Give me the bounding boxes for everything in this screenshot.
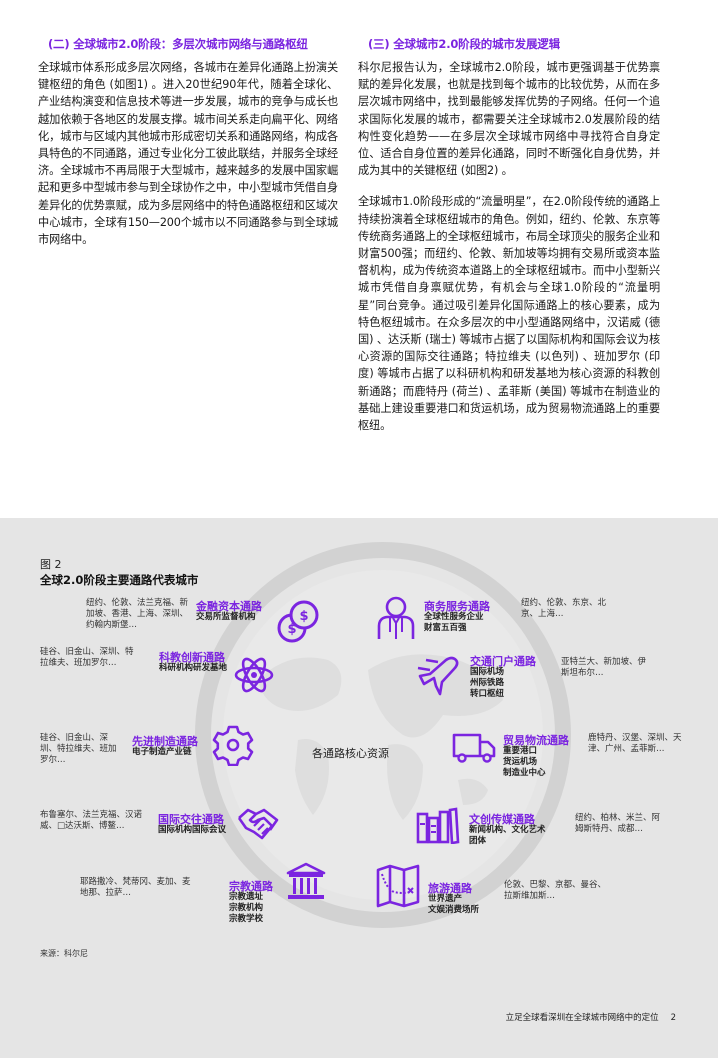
left-column: (二) 全球城市2.0阶段：多层次城市网络与通路枢纽 全球城市体系形成多层次网络… (38, 36, 338, 262)
figure-source: 来源：科尔尼 (40, 949, 88, 958)
cities-business: 纽约、伦敦、东京、北京、上海… (521, 598, 607, 619)
map-icon (376, 864, 420, 908)
route-resource: 国际机构国际会议 (158, 825, 227, 835)
page-footer: 立足全球看深圳在全球城市网络中的定位 2 (506, 1011, 676, 1023)
truck-icon (452, 733, 496, 763)
cities-science: 硅谷、旧金山、深圳、特拉维夫、班加罗尔… (40, 647, 134, 668)
route-title-science: 科教创新通路 (159, 651, 225, 664)
route-resource: 财富五百强 (424, 623, 467, 633)
route-title-tourism: 旅游通路 (428, 882, 472, 895)
books-icon (416, 807, 460, 844)
cities-media: 纽约、柏林、米兰、阿姆斯特丹、成都… (575, 813, 661, 834)
route-title-logistics: 贸易物流通路 (503, 734, 569, 747)
route-title-exchange: 国际交往通路 (158, 813, 224, 826)
page-number: 2 (670, 1013, 676, 1023)
route-resource: 宗教机构 (229, 903, 264, 913)
route-title-manufacturing: 先进制造通路 (132, 735, 198, 748)
route-resource: 转口枢纽 (470, 689, 505, 699)
route-resource: 世界遗产 (428, 894, 463, 904)
world-map-icon (258, 654, 503, 820)
cities-finance: 纽约、伦敦、法兰克福、新加坡、香港、上海、深圳、约翰内斯堡… (86, 598, 189, 630)
temple-icon (286, 862, 326, 899)
section-title-right: (三) 全球城市2.0阶段的城市发展逻辑 (368, 37, 560, 51)
cities-exchange: 布鲁塞尔、法兰克福、汉诺威、□达沃斯、博鳌… (40, 810, 143, 831)
cities-religion: 耶路撒冷、梵蒂冈、麦加、麦地那、拉萨… (80, 877, 191, 898)
route-title-media: 文创传媒通路 (469, 813, 535, 826)
route-resource: 团体 (469, 836, 487, 846)
route-resource: 文娱消费场所 (428, 905, 480, 915)
dollar-coins-icon: $ $ (277, 600, 319, 643)
route-resource: 国际机场 (470, 667, 505, 677)
paragraph: 全球城市体系形成多层次网络，各城市在差异化通路上扮演关键枢纽的角色 (如图1) … (38, 61, 338, 247)
route-resource: 宗教学校 (229, 914, 264, 924)
paragraph: 科尔尼报告认为，全球城市2.0阶段，城市更强调基于优势禀赋的差异化发展，也就是找… (358, 61, 660, 178)
cities-transport: 亚特兰大、新加坡、伊斯坦布尔… (561, 657, 647, 678)
section-title-left: (二) 全球城市2.0阶段：多层次城市网络与通路枢纽 (48, 37, 308, 51)
route-resource: 科研机构研发基地 (159, 663, 228, 673)
route-title-religion: 宗教通路 (229, 880, 273, 893)
route-resource: 电子制造产业链 (132, 747, 192, 757)
footer-title: 立足全球看深圳在全球城市网络中的定位 (505, 1013, 659, 1023)
handshake-icon (237, 808, 279, 840)
route-title-business: 商务服务通路 (424, 600, 490, 613)
right-column: (三) 全球城市2.0阶段的城市发展逻辑 科尔尼报告认为，全球城市2.0阶段，城… (358, 36, 660, 448)
route-resource: 宗教遗址 (229, 892, 264, 902)
cities-manufacturing: 硅谷、旧金山、深圳、特拉维夫、班加罗尔… (40, 733, 117, 765)
paragraph: 全球城市1.0阶段形成的“流量明星”，在2.0阶段传统的通路上持续扮演着全球枢纽… (358, 195, 660, 433)
atom-icon (234, 657, 274, 693)
route-resource: 新闻机构、文化艺术 (469, 825, 546, 835)
route-title-finance: 金融资本通路 (196, 600, 262, 613)
airplane-icon (417, 656, 459, 696)
route-resource: 交易所监督机构 (196, 612, 256, 622)
route-resource: 重要港口 (503, 746, 538, 756)
center-label: 各通路核心资源 (312, 747, 389, 760)
svg-text:$: $ (299, 609, 308, 624)
cities-tourism: 伦敦、巴黎、京都、曼谷、拉斯维加斯… (504, 880, 607, 901)
cities-logistics: 鹿特丹、汉堡、深圳、天津、广州、孟菲斯… (588, 733, 682, 754)
route-resource: 货运机场 (503, 757, 538, 767)
route-resource: 制造业中心 (503, 768, 546, 778)
gear-icon (212, 725, 254, 766)
businessman-icon (377, 596, 415, 639)
route-resource: 全球性服务企业 (424, 612, 484, 622)
svg-text:$: $ (287, 622, 296, 637)
figure-label: 图 2 (40, 558, 62, 571)
figure-title: 全球2.0阶段主要通路代表城市 (40, 573, 199, 587)
route-resource: 州际铁路 (470, 678, 505, 688)
ring-decoration (195, 542, 571, 928)
route-title-transport: 交通门户通路 (470, 655, 536, 668)
